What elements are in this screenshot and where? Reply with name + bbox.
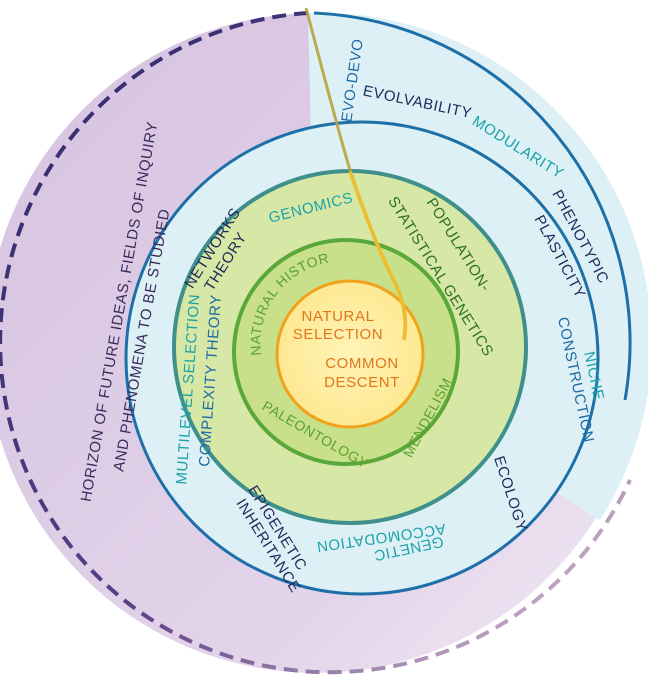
blue-outer-arc [313, 11, 632, 401]
common-descent-label-2: DESCENT [324, 374, 400, 391]
spiral-line-glow [348, 171, 408, 341]
common-descent-label-1: COMMON [325, 355, 399, 372]
core-disc [275, 279, 425, 429]
natural-selection-label-1: NATURAL [301, 308, 374, 325]
natural-selection-label-2: SELECTION [293, 326, 383, 343]
horizon-dashed-rim [0, 11, 632, 675]
